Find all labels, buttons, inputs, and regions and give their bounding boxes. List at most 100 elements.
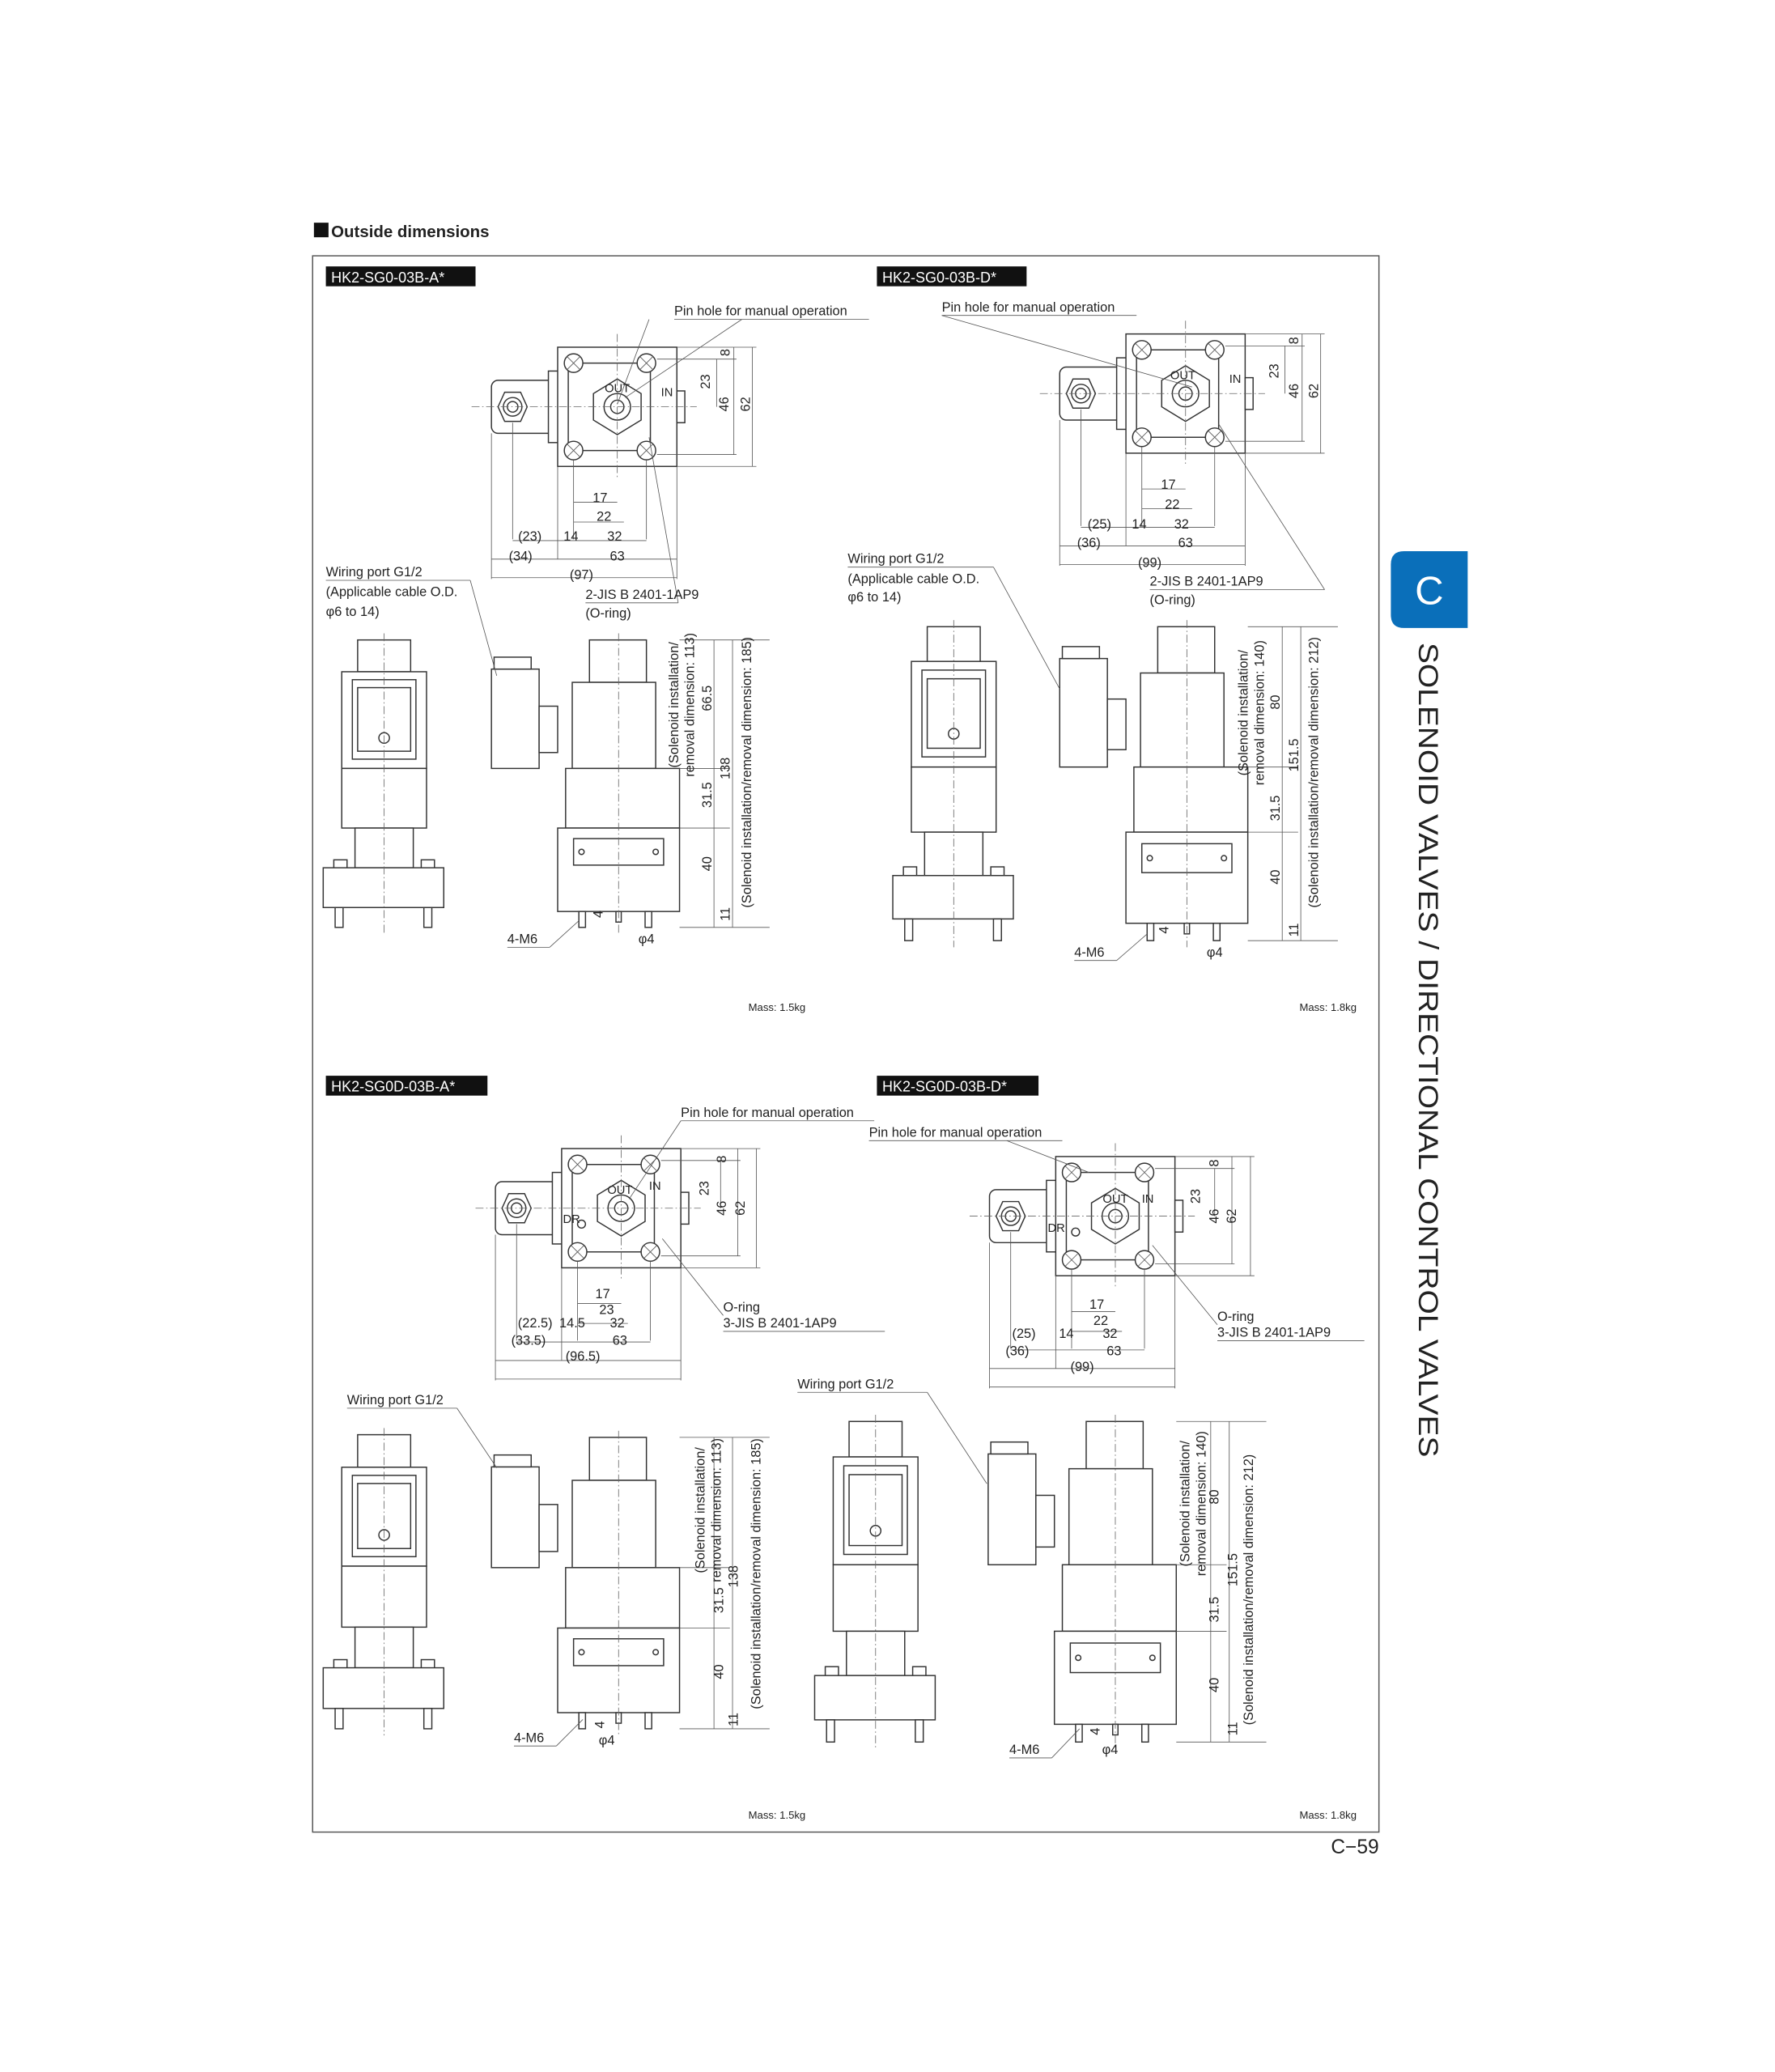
dimension-text-v3: 31.5 bbox=[1208, 1597, 1222, 1623]
bolt-leader bbox=[1116, 933, 1148, 962]
valve-body bbox=[565, 767, 681, 829]
front-view bbox=[987, 1415, 1267, 1749]
dimension-drawing-panel: HK2-SG0D-03B-D*Pin hole for manual opera… bbox=[797, 1076, 1365, 1821]
dimension-text-h965: (96.5) bbox=[566, 1349, 601, 1364]
bolt-cross bbox=[1137, 1253, 1152, 1267]
connector-cap bbox=[493, 656, 532, 670]
mass-label: Mass: 1.8kg bbox=[1299, 1001, 1357, 1013]
model-label-box bbox=[325, 266, 476, 287]
dimension-text-d46: 46 bbox=[1287, 384, 1302, 398]
oring-leader bbox=[1218, 423, 1325, 590]
connector-cap bbox=[1061, 646, 1101, 660]
mass-label: Mass: 1.5kg bbox=[749, 1809, 806, 1821]
bolt-cross bbox=[567, 444, 581, 458]
dimension-text-oring: (O-ring) bbox=[1150, 592, 1195, 607]
dimension-text-h32: 32 bbox=[1102, 1327, 1117, 1341]
nameplate-rivet bbox=[578, 1649, 585, 1656]
dimension-text-d8: 8 bbox=[1287, 337, 1302, 344]
dimension-text-s2: removal dimension: 113) bbox=[709, 1438, 724, 1582]
mounting-bolt bbox=[578, 1712, 587, 1730]
dimension-text-d23v: 23 bbox=[1267, 363, 1281, 378]
dimension-text-h32: 32 bbox=[607, 529, 622, 544]
mounting-bolt bbox=[1075, 1723, 1083, 1743]
dimension-text-w2: (Applicable cable O.D. bbox=[326, 585, 458, 600]
dimension-text-h63: 63 bbox=[610, 549, 625, 563]
dimension-text-s2: removal dimension: 140) bbox=[1252, 640, 1267, 785]
front-view bbox=[490, 633, 770, 934]
mounting-bolt bbox=[334, 906, 344, 928]
dimension-text-m6: 4-M6 bbox=[507, 932, 537, 946]
mounting-bolt bbox=[644, 1712, 652, 1730]
chapter-letter: C bbox=[1415, 569, 1443, 613]
valve-body bbox=[1133, 766, 1249, 833]
nameplate-rivet bbox=[1075, 1654, 1082, 1662]
solenoid-cap bbox=[588, 1437, 648, 1481]
mounting-bolt bbox=[334, 1708, 344, 1730]
dimension-text-h99: (99) bbox=[1071, 1360, 1094, 1374]
model-label-box bbox=[325, 1076, 488, 1096]
nameplate-rivet bbox=[652, 1649, 660, 1656]
drawing-frame bbox=[312, 255, 1380, 1833]
dimension-text-in: IN bbox=[1229, 373, 1242, 386]
dimension-text-h63: 63 bbox=[1178, 536, 1193, 550]
dimension-text-v3: 31.5 bbox=[712, 1587, 727, 1613]
dimension-text-d4: 4 bbox=[592, 1721, 607, 1728]
mass-label: Mass: 1.8kg bbox=[1299, 1809, 1357, 1821]
solenoid-cap bbox=[1157, 626, 1216, 674]
dimension-text-s1: (Solenoid installation/ bbox=[1178, 1441, 1193, 1567]
dimension-text-v5: 11 bbox=[719, 907, 733, 921]
pin-hole-leader bbox=[625, 319, 742, 398]
dimension-text-jis: 2-JIS B 2401-1AP9 bbox=[585, 588, 699, 602]
side-view bbox=[322, 1428, 444, 1736]
dimension-text-s3: (Solenoid installation/removal dimension… bbox=[1242, 1454, 1256, 1726]
dimension-text-in: IN bbox=[1142, 1193, 1154, 1206]
dimension-text-oring: O-ring bbox=[1217, 1310, 1254, 1324]
nameplate-rivet bbox=[1149, 1654, 1156, 1662]
wiring-connector bbox=[490, 1466, 540, 1569]
valve-body bbox=[1061, 1564, 1178, 1633]
nameplate-rivet bbox=[652, 848, 660, 856]
nameplate-rivet bbox=[578, 848, 585, 856]
oring-leader bbox=[1152, 1245, 1218, 1326]
bolt-cross bbox=[1064, 1253, 1079, 1267]
dimension-text-v1: 66.5 bbox=[700, 686, 715, 711]
dimension-text-s1: (Solenoid installation/ bbox=[667, 642, 682, 768]
mounting-bolt bbox=[915, 1719, 924, 1743]
mounting-bolt bbox=[423, 906, 433, 928]
mounting-bolt bbox=[1212, 922, 1221, 941]
pin-hole-leader bbox=[1006, 1140, 1089, 1173]
mounting-bolt bbox=[578, 911, 587, 928]
dimension-text-v2: 138 bbox=[719, 758, 733, 779]
dimension-text-h14: 14 bbox=[563, 529, 578, 544]
front-view bbox=[1059, 620, 1338, 948]
dimension-text-d62: 62 bbox=[733, 1201, 748, 1216]
solenoid-cap bbox=[588, 639, 648, 683]
side-view bbox=[813, 1415, 936, 1749]
bolt-cross bbox=[1064, 1166, 1079, 1180]
drawings: HK2-SG0-03B-A*Pin hole for manual operat… bbox=[322, 266, 1365, 1821]
dimension-text-oring: (O-ring) bbox=[585, 606, 631, 621]
dimension-text-h23: 23 bbox=[599, 1303, 614, 1318]
wiring-connector bbox=[1059, 657, 1108, 768]
dimension-text-h99: (99) bbox=[1138, 556, 1161, 571]
dimension-text-d8: 8 bbox=[1208, 1160, 1222, 1167]
dimension-text-v4: 40 bbox=[700, 856, 715, 871]
bolt-cross bbox=[1208, 342, 1222, 357]
dimension-text-d62: 62 bbox=[738, 397, 753, 411]
dimension-text-h22: 22 bbox=[597, 509, 611, 524]
page-number: C−59 bbox=[1331, 1836, 1378, 1858]
dimension-text-v3: 31.5 bbox=[1268, 796, 1283, 822]
model-label-box bbox=[877, 1076, 1039, 1096]
dimension-text-w3: φ6 to 14) bbox=[847, 590, 901, 605]
dimension-text-jis: 3-JIS B 2401-1AP9 bbox=[724, 1316, 837, 1331]
dimension-text-v1: 80 bbox=[1268, 694, 1283, 709]
mounting-bolt bbox=[423, 1708, 433, 1730]
dimension-text-v4: 40 bbox=[1208, 1678, 1222, 1692]
top-view bbox=[475, 1135, 761, 1381]
bolt-cross bbox=[643, 1245, 658, 1259]
connector-neck bbox=[538, 705, 558, 754]
connector-neck bbox=[1035, 1494, 1055, 1548]
dimension-text-out: OUT bbox=[607, 1184, 632, 1197]
wiring-connector bbox=[490, 668, 540, 770]
dimension-text-m6: 4-M6 bbox=[1009, 1743, 1039, 1757]
